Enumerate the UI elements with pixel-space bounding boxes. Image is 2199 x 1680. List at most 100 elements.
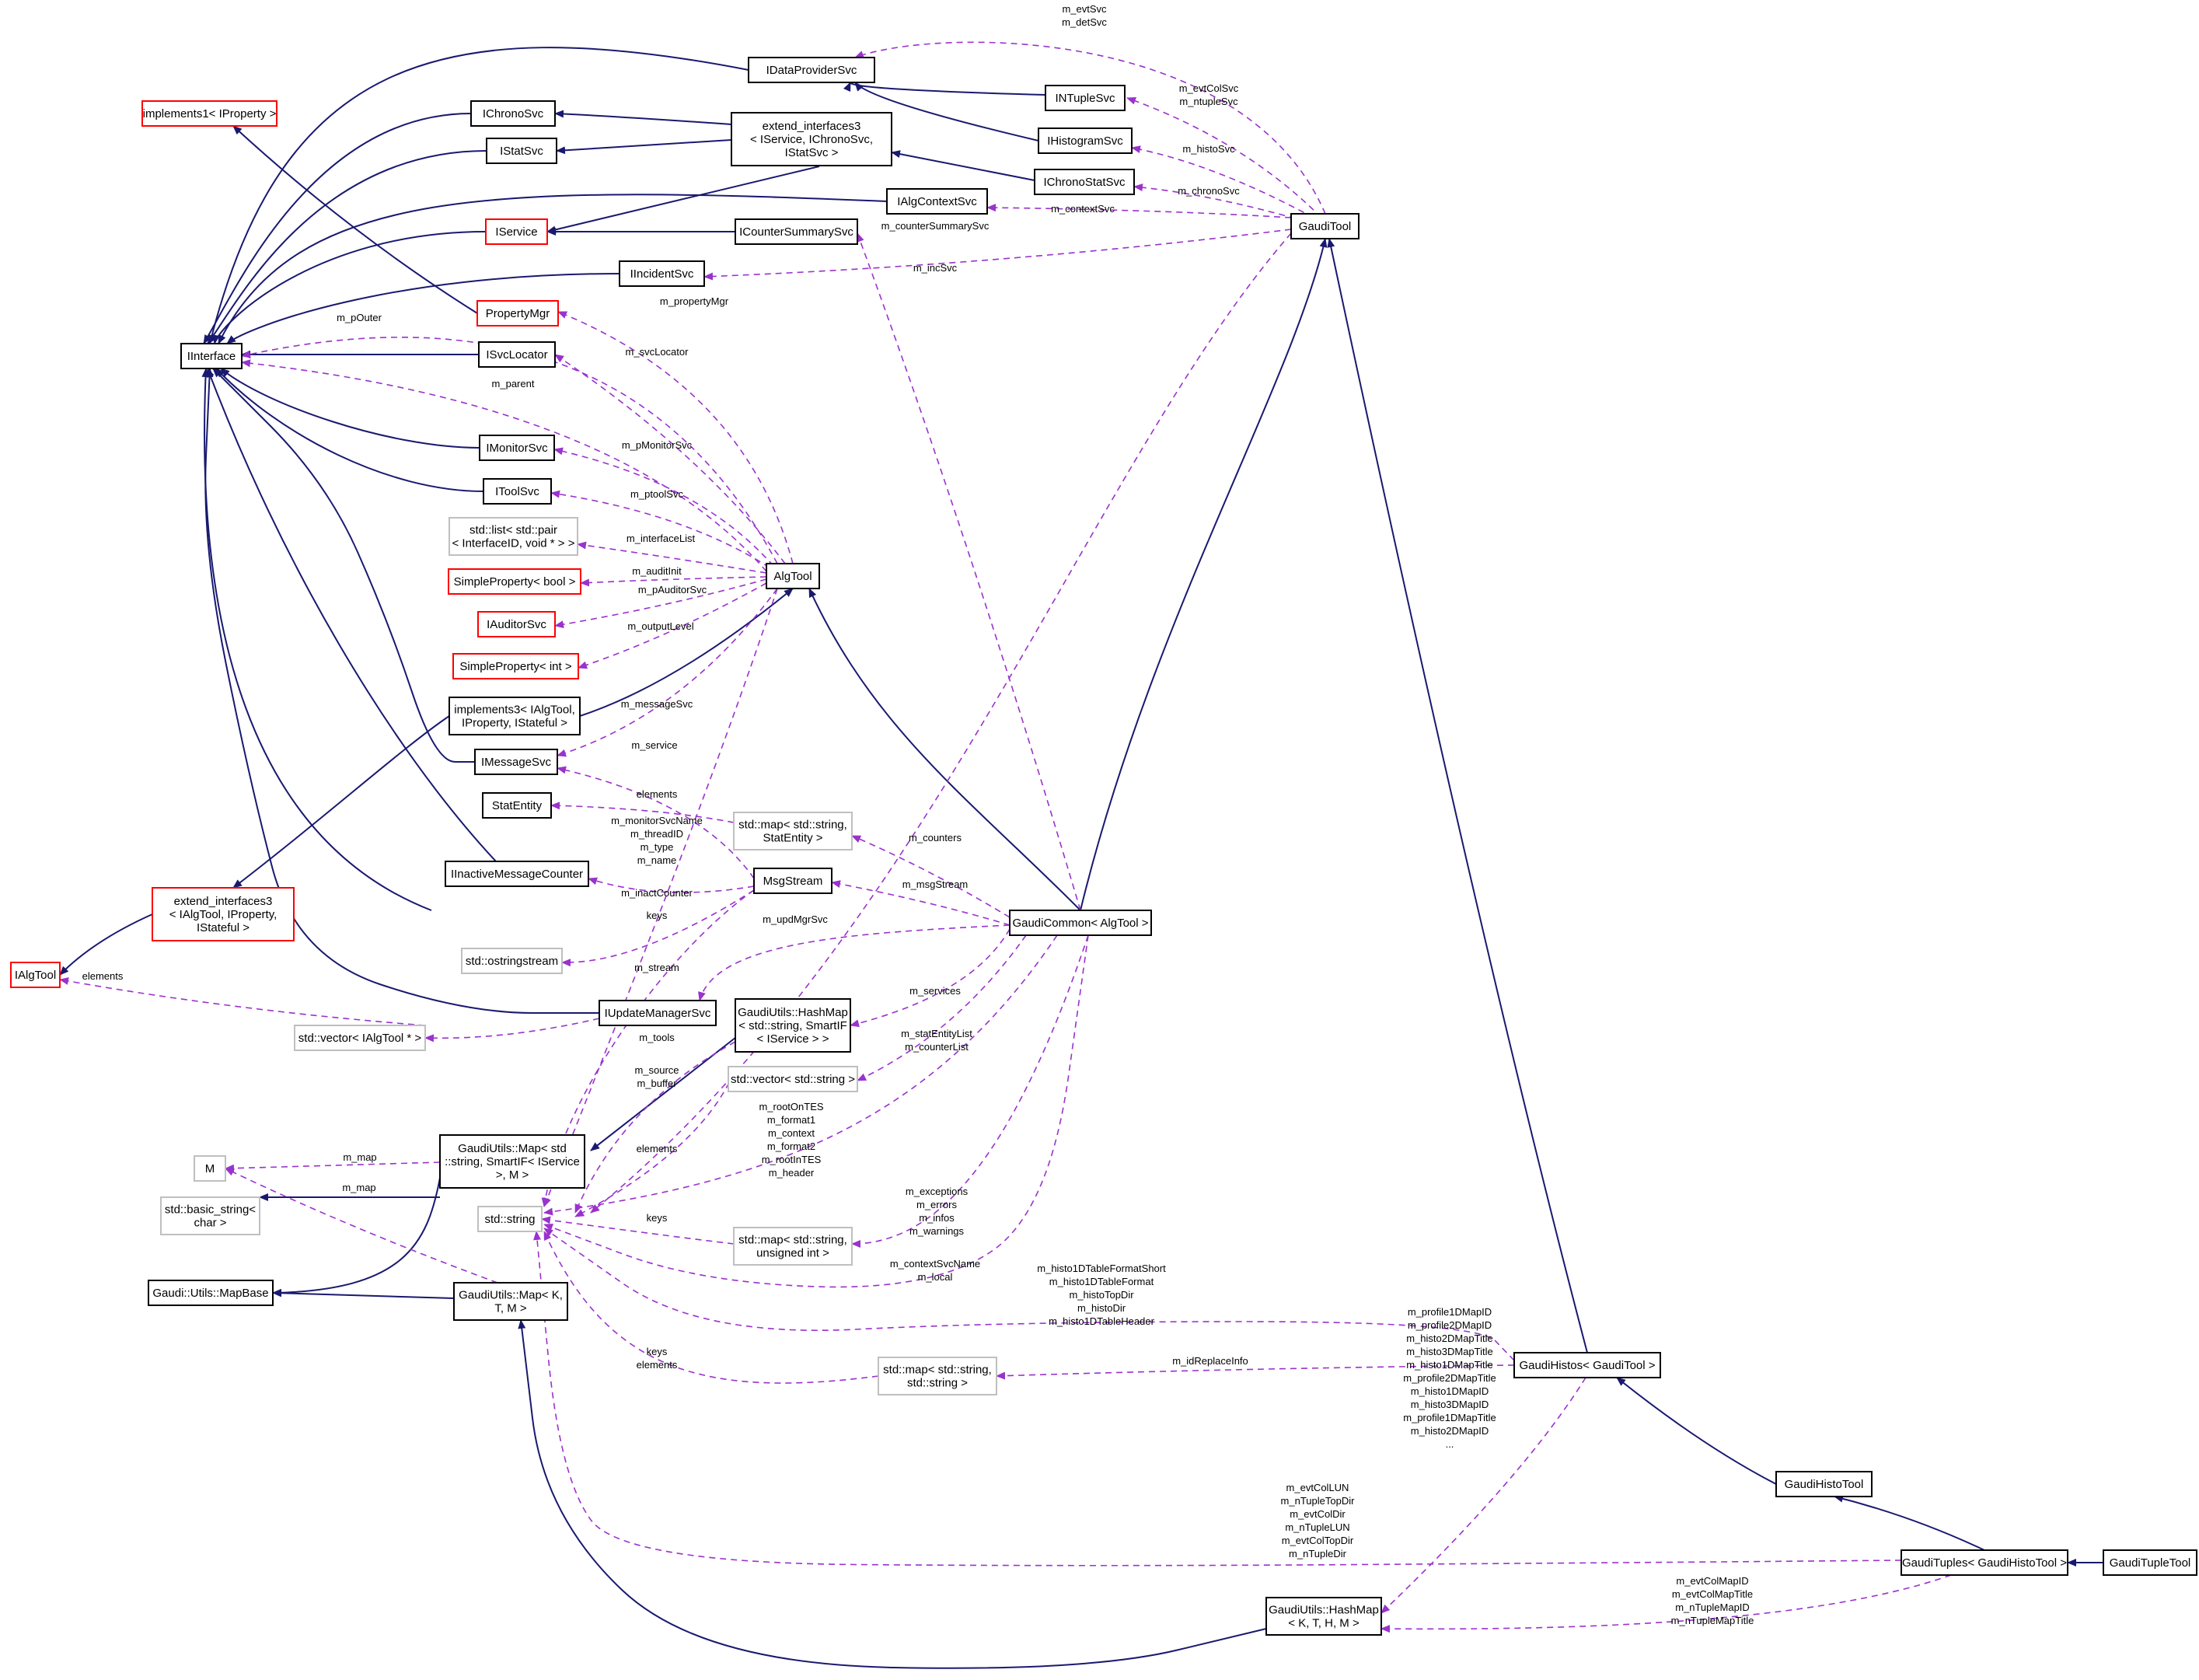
class-node-std-list-pair[interactable]: std::list< std::pair< InterfaceID, void … xyxy=(449,517,578,556)
class-node-ichronosvc[interactable]: IChronoSvc xyxy=(470,100,556,127)
class-node-iincidentsvc[interactable]: IIncidentSvc xyxy=(619,260,705,287)
edges-layer xyxy=(59,41,2103,1669)
usage-edge xyxy=(553,447,774,567)
class-node-m[interactable]: M xyxy=(194,1155,226,1182)
inheritance-edge xyxy=(554,110,732,125)
usage-edge xyxy=(578,582,767,669)
class-node-std-map-unsigned-int[interactable]: std::map< std::string,unsigned int > xyxy=(733,1227,853,1266)
class-node-box xyxy=(599,1000,717,1026)
class-node-box xyxy=(452,653,579,679)
class-node-label: GaudiUtils::HashMap< K, T, H, M > xyxy=(1269,1604,1379,1630)
class-node-gaudiutils-map-ktm[interactable]: GaudiUtils::Map< K,T, M > xyxy=(453,1282,568,1321)
class-node-box xyxy=(766,563,820,589)
class-node-extend-interfaces3-svc[interactable]: extend_interfaces3< IService, IChronoSvc… xyxy=(731,112,892,166)
edge-label-histosvc: m_histoSvc xyxy=(1182,143,1235,155)
edge-label-propertymgr: m_propertyMgr xyxy=(660,295,729,307)
class-node-box xyxy=(194,1155,226,1182)
edge-label-updmgrsvc: m_updMgrSvc xyxy=(763,913,828,925)
class-node-ialgtool[interactable]: IAlgTool xyxy=(10,962,61,988)
class-node-icountersummarysvc[interactable]: ICounterSummarySvc xyxy=(735,218,858,245)
class-node-gaudihistotool[interactable]: GaudiHistoTool xyxy=(1775,1471,1873,1497)
class-node-gaudituples-gaudihistotool[interactable]: GaudiTuples< GaudiHistoTool > xyxy=(1901,1549,2068,1576)
usage-edge xyxy=(1131,145,1314,218)
class-node-implements3[interactable]: implements3< IAlgTool,IProperty, IStatef… xyxy=(449,697,581,735)
inheritance-edge xyxy=(208,47,749,344)
edge-label-countersummarysvc: m_counterSummarySvc xyxy=(881,220,990,232)
class-node-ialgcontextsvc[interactable]: IAlgContextSvc xyxy=(886,188,988,215)
usage-edge xyxy=(851,934,1089,1248)
inheritance-edge xyxy=(272,1289,455,1299)
class-node-std-string[interactable]: std::string xyxy=(477,1206,543,1232)
inheritance-edge xyxy=(854,82,1039,141)
class-node-label: IMessageSvc xyxy=(481,756,552,769)
class-node-gaudiutils-hashmap-kthm[interactable]: GaudiUtils::HashMap< K, T, H, M > xyxy=(1265,1597,1382,1636)
inheritance-edge xyxy=(207,150,487,344)
class-node-std-map-string-string[interactable]: std::map< std::string,std::string > xyxy=(878,1357,997,1395)
class-node-imonitorsvc[interactable]: IMonitorSvc xyxy=(479,435,555,461)
class-node-std-vector-string[interactable]: std::vector< std::string > xyxy=(728,1066,858,1092)
class-node-msgstream[interactable]: MsgStream xyxy=(753,868,832,894)
class-node-implements1-iproperty[interactable]: implements1< IProperty > xyxy=(141,100,277,127)
class-node-propertymgr[interactable]: PropertyMgr xyxy=(476,300,559,327)
edge-label-ptoolsvc: m_ptoolSvc xyxy=(630,488,683,500)
class-node-gaudiutils-hashmap-smartif[interactable]: GaudiUtils::HashMap< std::string, SmartI… xyxy=(735,998,851,1053)
edge-label-auditinit: m_auditInit xyxy=(632,565,682,577)
class-node-std-vector-ialgtool[interactable]: std::vector< IAlgTool * > xyxy=(294,1025,426,1051)
class-node-label: MsgStream xyxy=(763,875,823,888)
class-node-imessagesvc[interactable]: IMessageSvc xyxy=(474,749,558,775)
class-node-box xyxy=(478,341,556,368)
usage-edge xyxy=(703,229,1292,281)
class-node-box xyxy=(1775,1471,1873,1497)
inheritance-edge xyxy=(215,368,484,492)
class-node-ihistogramsvc[interactable]: IHistogramSvc xyxy=(1038,127,1133,154)
class-node-simpleproperty-bool[interactable]: SimpleProperty< bool > xyxy=(448,568,581,595)
class-node-ichronostatsvc[interactable]: IChronoStatSvc xyxy=(1034,169,1135,195)
class-node-gaudicommon-algtool[interactable]: GaudiCommon< AlgTool > xyxy=(1009,910,1152,936)
class-node-label: SimpleProperty< bool > xyxy=(454,575,576,589)
class-node-itoolsvc[interactable]: IToolSvc xyxy=(483,478,552,505)
edge-label-messagesvc: m_messageSvc xyxy=(621,698,693,710)
class-node-std-map-statentity[interactable]: std::map< std::string,StatEntity > xyxy=(733,812,853,850)
class-node-idataprovidersvc[interactable]: IDataProviderSvc xyxy=(748,57,875,83)
class-node-box xyxy=(141,100,277,127)
class-node-istatsvc[interactable]: IStatSvc xyxy=(486,138,557,164)
class-node-algtool[interactable]: AlgTool xyxy=(766,563,820,589)
usage-edge xyxy=(543,1231,879,1384)
class-node-simpleproperty-int[interactable]: SimpleProperty< int > xyxy=(452,653,579,679)
class-node-label: GaudiUtils::HashMap< std::string, SmartI… xyxy=(738,1006,848,1046)
class-node-gauditool[interactable]: GaudiTool xyxy=(1290,213,1360,239)
class-node-iupdatemanagersvc[interactable]: IUpdateManagerSvc xyxy=(599,1000,717,1026)
usage-edge xyxy=(533,1231,1902,1566)
edge-label-service: m_service xyxy=(631,739,677,751)
class-node-label: StatEntity xyxy=(492,799,543,812)
class-node-iinterface[interactable]: IInterface xyxy=(180,343,243,369)
class-node-statentity[interactable]: StatEntity xyxy=(482,792,552,819)
class-node-isvclocator[interactable]: ISvcLocator xyxy=(478,341,556,368)
class-node-box xyxy=(619,260,705,287)
edge-label-chronosvc: m_chronoSvc xyxy=(1178,185,1240,197)
usage-edge xyxy=(561,889,755,967)
edge-label-keys-top: keys xyxy=(647,910,668,921)
class-node-extend-interfaces3-tool[interactable]: extend_interfaces3< IAlgTool, IProperty,… xyxy=(152,887,295,941)
class-node-std-basic-string[interactable]: std::basic_string<char > xyxy=(160,1196,260,1235)
class-node-gaudiutils-map-smartif[interactable]: GaudiUtils::Map< std::string, SmartIF< I… xyxy=(439,1134,585,1189)
class-node-iinactivemessagecounter[interactable]: IInactiveMessageCounter xyxy=(445,861,589,887)
edge-label-elements-string: elements xyxy=(637,1143,678,1154)
inheritance-edge xyxy=(1834,1494,1985,1551)
edge-label-keys-mid: keys xyxy=(647,1212,668,1224)
class-node-intuplesvc[interactable]: INTupleSvc xyxy=(1045,85,1126,111)
class-node-iservice[interactable]: IService xyxy=(485,218,548,245)
class-node-std-ostringstream[interactable]: std::ostringstream xyxy=(461,948,563,974)
class-node-box xyxy=(733,1227,853,1266)
class-node-iauditorsvc[interactable]: IAuditorSvc xyxy=(477,611,556,637)
usage-edge xyxy=(996,1364,1515,1380)
class-node-gaudihistos-gauditool[interactable]: GaudiHistos< GaudiTool > xyxy=(1513,1352,1661,1378)
edge-label-parent: m_parent xyxy=(492,378,535,389)
class-node-label: Gaudi::Utils::MapBase xyxy=(152,1287,268,1300)
class-node-box xyxy=(439,1134,585,1189)
class-node-gaudi-utils-mapbase[interactable]: Gaudi::Utils::MapBase xyxy=(148,1280,274,1306)
usage-edge xyxy=(557,588,778,757)
